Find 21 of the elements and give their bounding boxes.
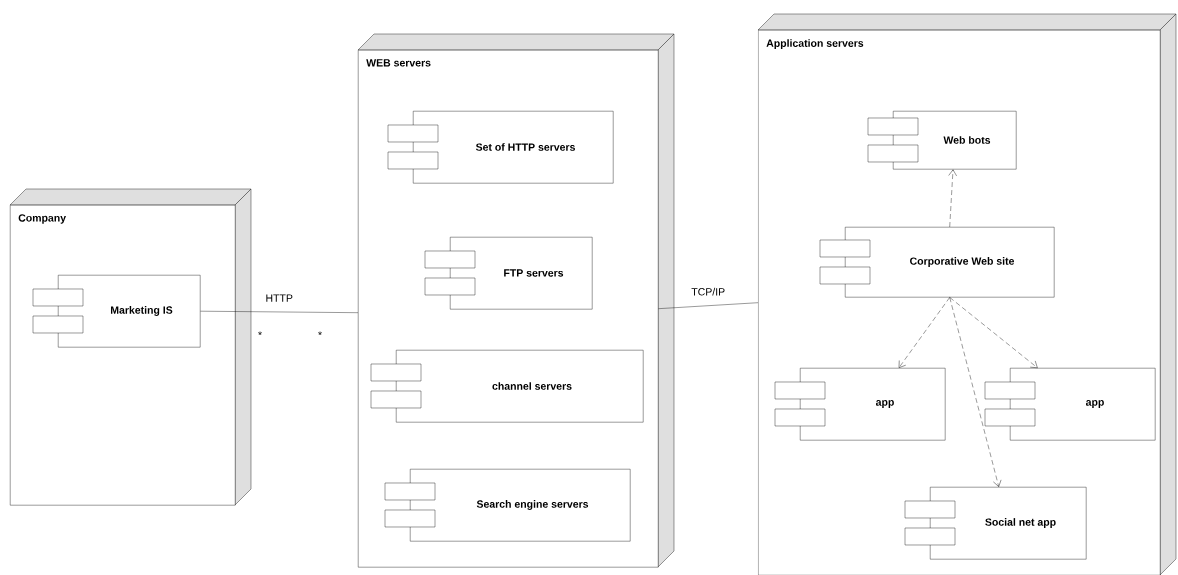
connector-line xyxy=(898,297,950,368)
component-box: app xyxy=(774,368,946,441)
component-box: Set of HTTP servers xyxy=(387,111,614,184)
component-box: app xyxy=(984,368,1156,441)
component-box: Social net app xyxy=(904,487,1087,560)
component-box: Corporative Web site xyxy=(819,227,1055,298)
connector-line xyxy=(200,311,359,313)
multiplicity-label: * xyxy=(318,331,322,336)
edge-label: HTTP xyxy=(266,294,293,302)
node-label: Application servers xyxy=(766,39,864,49)
connector-line xyxy=(949,297,1002,487)
component-box: FTP servers xyxy=(424,237,593,310)
component-box: Search engine servers xyxy=(384,469,631,542)
edge-label: TCP/IP xyxy=(691,287,725,296)
component-box: channel servers xyxy=(370,350,644,423)
multiplicity-label: * xyxy=(258,331,262,336)
connector-line xyxy=(658,302,759,309)
connector-line xyxy=(948,169,957,228)
component-box: Marketing IS xyxy=(32,275,201,348)
component-box: Web bots xyxy=(867,111,1017,170)
connector-line xyxy=(949,297,1038,368)
